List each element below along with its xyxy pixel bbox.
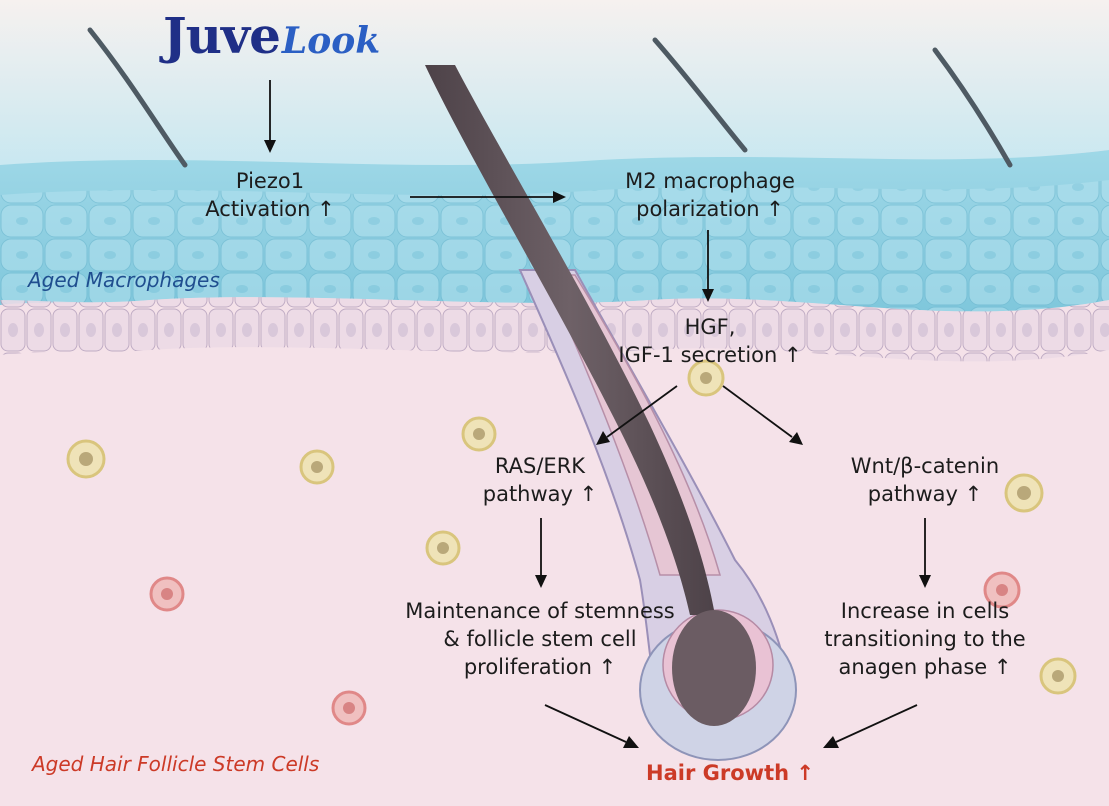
node-stemness-maintenance: Maintenance of stemness & follicle stem … bbox=[370, 597, 710, 681]
node-wnt-catenin: Wnt/β-catenin pathway ↑ bbox=[810, 452, 1040, 508]
node-maint-line2: & follicle stem cell bbox=[443, 627, 637, 651]
node-piezo1-line2: Activation ↑ bbox=[205, 197, 335, 221]
node-hgf-secretion: HGF, IGF-1 secretion ↑ bbox=[580, 313, 840, 369]
label-aged-stem-cells: Aged Hair Follicle Stem Cells bbox=[32, 752, 320, 776]
node-increase-line1: Increase in cells bbox=[840, 599, 1010, 623]
node-hgf-line1: HGF, bbox=[684, 315, 736, 339]
node-m2-line2: polarization ↑ bbox=[636, 197, 784, 221]
node-anagen-transition: Increase in cells transitioning to the a… bbox=[790, 597, 1060, 681]
node-ras-erk: RAS/ERK pathway ↑ bbox=[445, 452, 635, 508]
juvelook-logo: JuveLook bbox=[163, 6, 380, 65]
node-wnt-line2: pathway ↑ bbox=[867, 482, 983, 506]
node-maint-line3: proliferation ↑ bbox=[463, 655, 617, 679]
flow-arrows bbox=[264, 80, 931, 748]
node-hgf-line2: IGF-1 secretion ↑ bbox=[618, 343, 802, 367]
label-aged-macrophages: Aged Macrophages bbox=[28, 268, 220, 292]
node-hair-growth: Hair Growth ↑ bbox=[610, 759, 850, 787]
dermis-cells bbox=[66, 359, 1077, 726]
node-ras-line1: RAS/ERK bbox=[494, 454, 586, 478]
node-increase-line2: transitioning to the bbox=[824, 627, 1026, 651]
node-increase-line3: anagen phase ↑ bbox=[838, 655, 1012, 679]
node-piezo1-line1: Piezo1 bbox=[235, 169, 305, 193]
node-maint-line1: Maintenance of stemness bbox=[405, 599, 675, 623]
node-ras-line2: pathway ↑ bbox=[482, 482, 598, 506]
node-hair-growth-text: Hair Growth ↑ bbox=[646, 761, 814, 785]
node-m2-polarization: M2 macrophage polarization ↑ bbox=[580, 167, 840, 223]
logo-text-look: Look bbox=[281, 20, 381, 62]
node-piezo1: Piezo1 Activation ↑ bbox=[170, 167, 370, 223]
node-m2-line1: M2 macrophage bbox=[625, 169, 795, 193]
node-wnt-line1: Wnt/β-catenin bbox=[850, 454, 1000, 478]
logo-text-juve: Juve bbox=[163, 6, 281, 65]
